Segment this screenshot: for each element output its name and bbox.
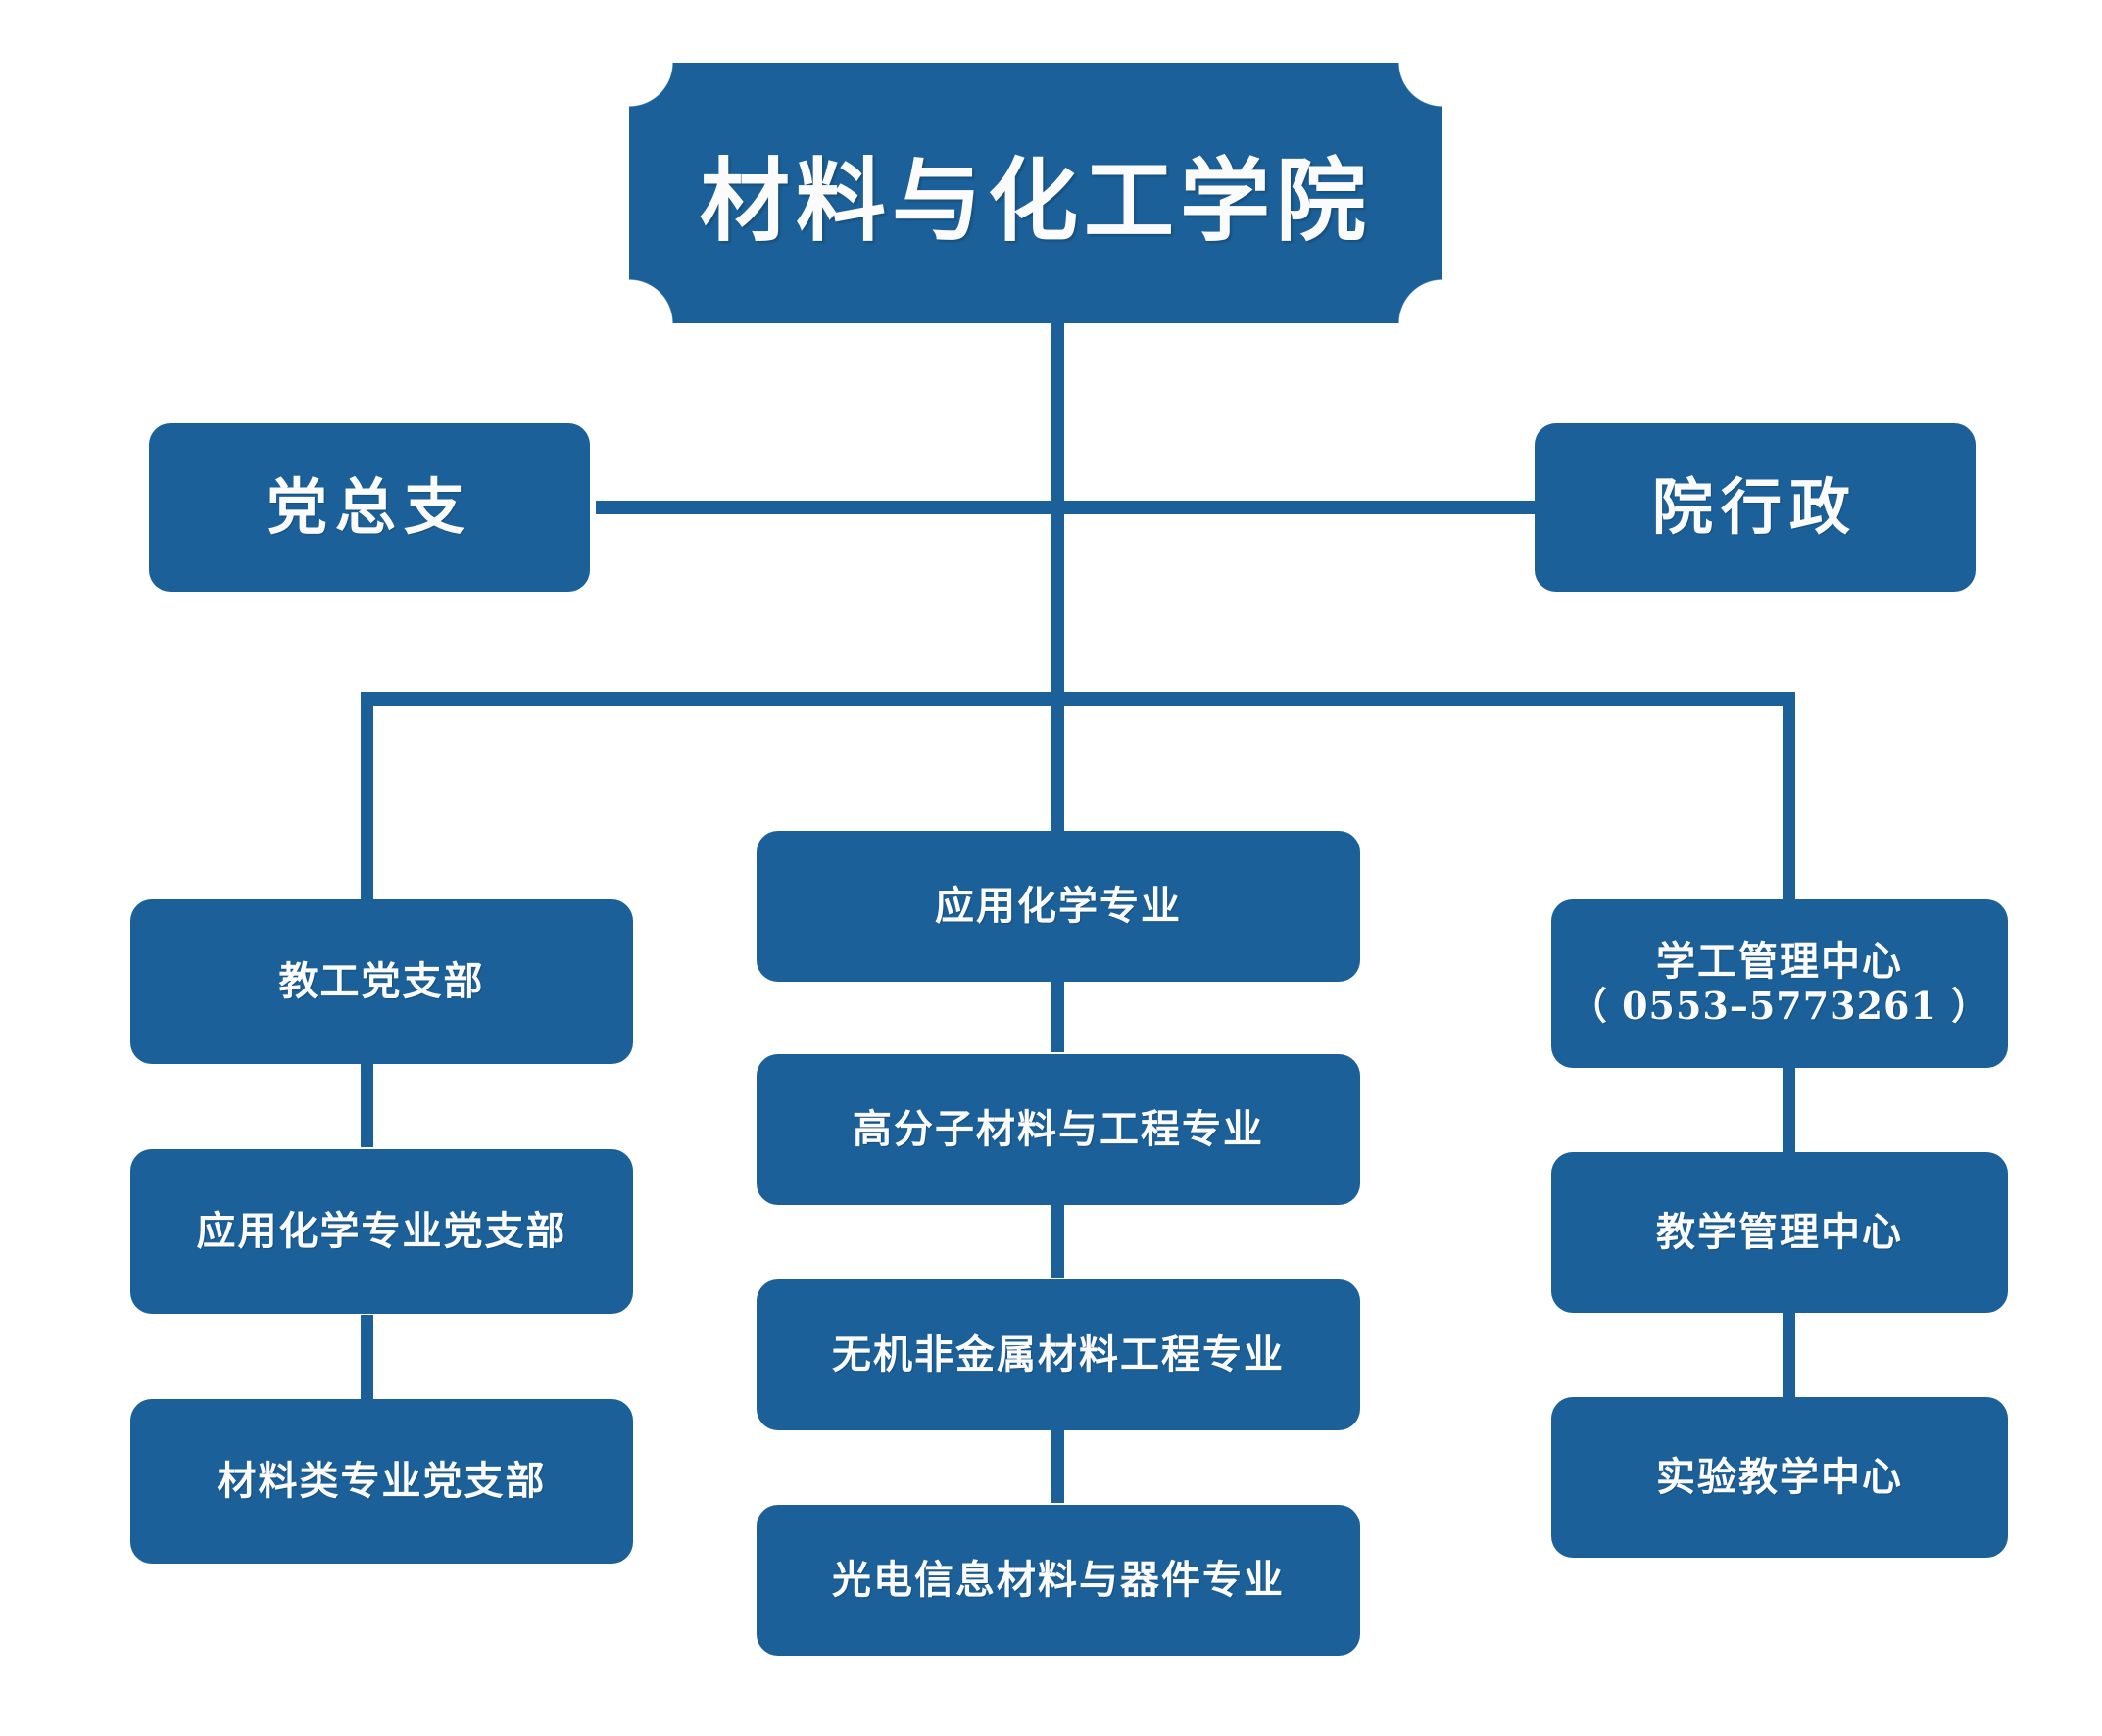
connector-center-stem-1 [1051,980,1064,1052]
node-student-affairs-center-label: 学工管理中心 （ 0553–5773261 ） [1570,939,1989,1029]
node-major-polymer-materials[interactable]: 高分子材料与工程专业 [757,1054,1360,1205]
node-college-administration-label: 院行政 [1651,471,1858,544]
connector-right-stem-2 [1783,1313,1795,1397]
node-major-optoelectronic-materials-label: 光电信息材料与器件专业 [832,1557,1285,1604]
node-party-branch-faculty[interactable]: 教工党支部 [130,899,633,1064]
node-party-branch-faculty-label: 教工党支部 [278,958,485,1005]
node-major-inorganic-nonmetallic-label: 无机非金属材料工程专业 [832,1331,1285,1378]
node-major-applied-chemistry[interactable]: 应用化学专业 [757,831,1360,982]
node-teaching-management-center-label: 教学管理中心 [1656,1209,1903,1256]
node-party-committee[interactable]: 党总支 [149,423,590,592]
connector-tier2-crossbar [596,501,1537,514]
node-root-college[interactable]: 材料与化工学院 [629,63,1442,323]
connector-left-stem-1 [361,1063,373,1147]
node-student-affairs-center-name: 学工管理中心 [1656,938,1903,985]
connector-right-stem-1 [1783,1068,1795,1152]
node-major-polymer-materials-label: 高分子材料与工程专业 [853,1106,1264,1153]
node-party-branch-materials-label: 材料类专业党支部 [217,1458,547,1505]
connector-left-stem-2 [361,1315,373,1399]
node-major-inorganic-nonmetallic[interactable]: 无机非金属材料工程专业 [757,1279,1360,1430]
node-experimental-teaching-center-label: 实验教学中心 [1656,1454,1903,1501]
node-experimental-teaching-center[interactable]: 实验教学中心 [1551,1397,2008,1558]
node-major-optoelectronic-materials[interactable]: 光电信息材料与器件专业 [757,1505,1360,1656]
node-party-branch-applied-chemistry[interactable]: 应用化学专业党支部 [130,1149,633,1314]
connector-center-drop [1051,692,1064,837]
connector-left-drop [361,692,373,903]
connector-center-stem-3 [1051,1430,1064,1503]
connector-center-stem-2 [1051,1205,1064,1278]
node-party-committee-label: 党总支 [266,471,472,544]
plaque-background [629,63,1442,323]
connector-root-trunk [1051,323,1064,705]
node-student-affairs-center-phone: （ 0553–5773261 ） [1569,984,1990,1029]
node-teaching-management-center[interactable]: 教学管理中心 [1551,1152,2008,1313]
node-root-label: 材料与化工学院 [699,147,1372,254]
connector-right-drop [1783,692,1795,903]
node-student-affairs-center[interactable]: 学工管理中心 （ 0553–5773261 ） [1551,899,2008,1068]
node-party-branch-materials[interactable]: 材料类专业党支部 [130,1399,633,1564]
node-college-administration[interactable]: 院行政 [1535,423,1976,592]
node-party-branch-applied-chemistry-label: 应用化学专业党支部 [196,1208,567,1255]
connector-main-bus [361,692,1795,706]
node-major-applied-chemistry-label: 应用化学专业 [935,883,1182,930]
